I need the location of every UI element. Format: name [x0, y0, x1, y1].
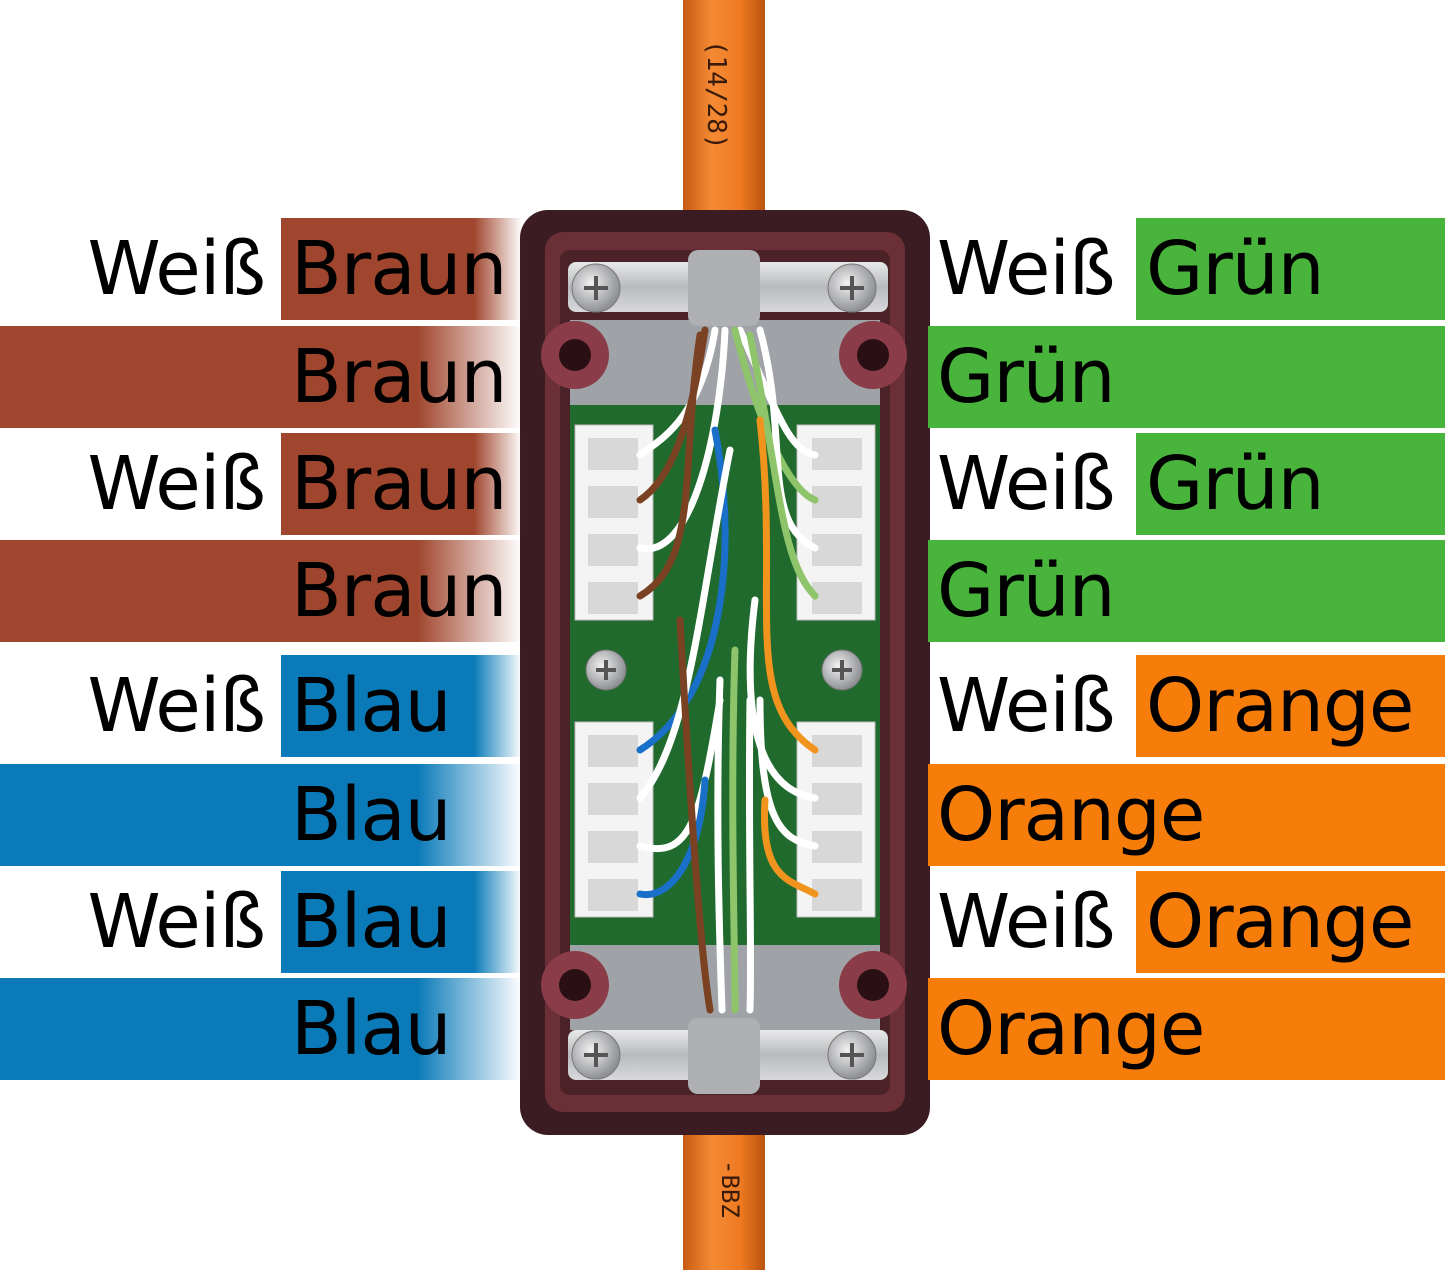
- right-label-weiss: Weiß: [937, 879, 1116, 965]
- left-label-color: Braun: [291, 226, 507, 312]
- metal-plate-bottom: [570, 940, 880, 1030]
- terminal-block-br: [796, 721, 876, 918]
- left-color-bar: [281, 655, 522, 757]
- left-label-color: Blau: [291, 663, 452, 749]
- cable-print-top: (14/28): [701, 40, 731, 150]
- right-color-bar: [1136, 871, 1445, 973]
- left-color-bar: [0, 978, 522, 1080]
- right-color-bar: [928, 978, 1445, 1080]
- right-label-weiss: Weiß: [937, 663, 1116, 749]
- left-color-bar: [0, 540, 522, 642]
- right-label-color: Orange: [1146, 663, 1414, 749]
- right-label-color: Orange: [1146, 879, 1414, 965]
- right-color-bar: [928, 326, 1445, 428]
- wires: [636, 326, 819, 1014]
- cable-print-bottom: -BBZ: [716, 1160, 744, 1218]
- screw-icon: [827, 1030, 877, 1080]
- left-color-bar: [281, 871, 522, 973]
- left-label-color: Blau: [291, 772, 452, 858]
- terminal-block-bl: [574, 721, 654, 918]
- left-color-bar: [0, 326, 522, 428]
- right-label-color: Orange: [937, 986, 1205, 1072]
- right-label-color: Grün: [937, 548, 1116, 634]
- right-color-bar: [928, 540, 1445, 642]
- right-label-color: Grün: [1146, 226, 1325, 312]
- screw-icon: [585, 649, 627, 691]
- left-color-bar: [0, 764, 522, 866]
- left-label-weiss: Weiß: [87, 441, 266, 527]
- right-color-bar: [1136, 433, 1445, 535]
- terminal-block-tl: [574, 424, 654, 621]
- left-label-weiss: Weiß: [87, 226, 266, 312]
- left-label-color: Blau: [291, 986, 452, 1072]
- right-color-bar: [1136, 218, 1445, 320]
- right-color-bar: [1136, 655, 1445, 757]
- right-label-weiss: Weiß: [937, 226, 1116, 312]
- left-color-bar: [281, 218, 522, 320]
- right-label-color: Orange: [937, 772, 1205, 858]
- left-label-color: Braun: [291, 441, 507, 527]
- left-label-color: Braun: [291, 548, 507, 634]
- screw-icon: [571, 1030, 621, 1080]
- left-label-color: Braun: [291, 334, 507, 420]
- right-label-color: Grün: [937, 334, 1116, 420]
- right-label-color: Grün: [1146, 441, 1325, 527]
- left-label-color: Blau: [291, 879, 452, 965]
- right-color-bar: [928, 764, 1445, 866]
- screw-icon: [571, 263, 621, 313]
- left-color-bar: [281, 433, 522, 535]
- screw-icon: [827, 263, 877, 313]
- right-label-weiss: Weiß: [937, 441, 1116, 527]
- left-label-weiss: Weiß: [87, 663, 266, 749]
- left-label-weiss: Weiß: [87, 879, 266, 965]
- screw-icon: [821, 649, 863, 691]
